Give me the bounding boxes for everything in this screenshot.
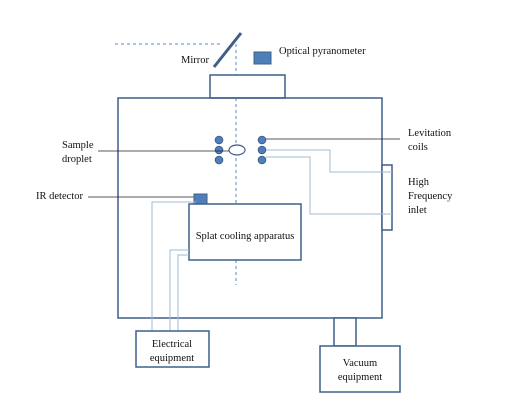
hf-wire-2	[266, 156, 392, 215]
ir-wire	[151, 201, 196, 331]
high-frequency-label-line1: High	[408, 177, 430, 188]
electrical-equipment-label-line2: equipment	[150, 353, 194, 364]
hf-wire-1	[266, 149, 392, 173]
coil-right-1	[257, 135, 267, 145]
mirror-label: Mirror	[181, 55, 209, 66]
electrical-equipment-label-line1: Electrical	[152, 339, 192, 350]
high-frequency-label-line3: inlet	[408, 205, 427, 216]
vacuum-equipment-label-line1: Vacuum	[343, 358, 377, 369]
levitation-coils-label-line1: Levitation	[408, 128, 452, 139]
coil-left-2	[214, 145, 224, 155]
vacuum-connector	[333, 317, 357, 347]
coil-right-2	[257, 145, 267, 155]
apparatus-wire-1	[169, 249, 189, 331]
viewing-port	[209, 74, 286, 99]
electrical-equipment	[135, 330, 210, 368]
splat-cooling-apparatus	[188, 203, 302, 261]
high-frequency-label-line2: Frequency	[408, 191, 453, 202]
coil-left-1	[214, 135, 224, 145]
mirror	[212, 32, 243, 68]
coil-left-3	[214, 155, 224, 165]
splat-cooling-label: Splat cooling apparatus	[196, 231, 295, 242]
apparatus-wire-2	[177, 254, 189, 331]
levitation-coils-label-line2: coils	[408, 142, 428, 153]
optical-pyrometer	[253, 51, 272, 65]
sample-droplet	[228, 144, 246, 156]
vacuum-equipment-label-line2: equipment	[338, 372, 382, 383]
sample-droplet-label-line1: Sample	[62, 140, 94, 151]
vacuum-equipment	[319, 345, 401, 393]
hf-inlet-flange	[381, 164, 393, 231]
ir-detector-label: IR detector	[36, 191, 83, 202]
optical-pyrometer-label: Optical pyranometer	[279, 46, 366, 57]
coil-right-3	[257, 155, 267, 165]
sample-droplet-label-line2: droplet	[62, 154, 92, 165]
